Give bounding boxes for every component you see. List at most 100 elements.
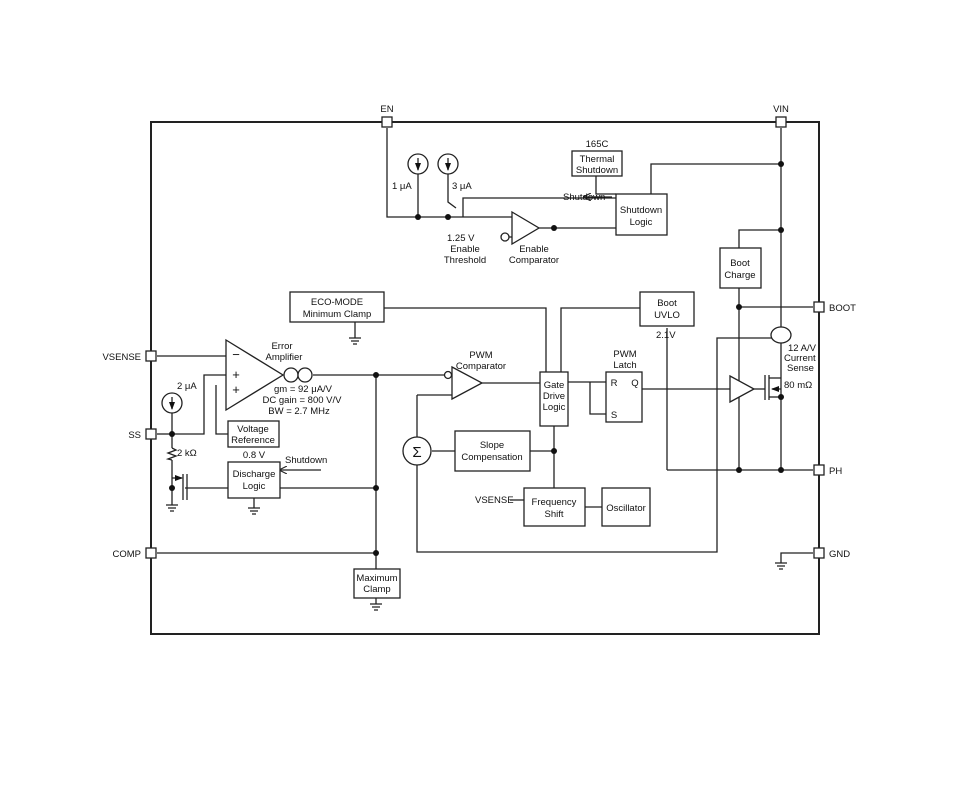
wires: [157, 128, 813, 604]
discharge-label-1: Discharge: [233, 469, 276, 480]
label-pwm-comp-1: PWM: [469, 350, 492, 361]
maximum-clamp-block: [353, 568, 401, 599]
pin-label-en: EN: [380, 104, 393, 115]
gate-drive-logic-block: [539, 371, 569, 427]
pwm-latch-block: [605, 371, 643, 423]
current-source-3ua-icon: [437, 153, 459, 175]
junction-dots: [169, 161, 784, 556]
pin-label-vsense: VSENSE: [102, 352, 141, 363]
gate-driver-icon: [729, 374, 756, 404]
label-enable-comparator-2: Comparator: [509, 255, 559, 266]
shutdown-logic-block: [615, 193, 668, 236]
label-1ua: 1 μA: [392, 181, 412, 192]
pin-boot: [813, 301, 825, 313]
label-2kohm: 2 kΩ: [177, 448, 197, 459]
slope-label-2: Compensation: [461, 452, 522, 463]
error-amplifier-icon: [225, 338, 285, 412]
label-rds-on: 80 mΩ: [784, 380, 812, 391]
label-enable-comparator-1: Enable: [519, 244, 549, 255]
discharge-logic-block: [227, 461, 281, 499]
label-pwm-latch-1: PWM: [613, 349, 636, 360]
label-error-amp-2: Amplifier: [266, 352, 303, 363]
boot-charge-label-1: Boot: [730, 258, 750, 269]
label-2ua: 2 μA: [177, 381, 197, 392]
label-shutdown-top: Shutdown: [563, 192, 605, 203]
label-enable-threshold-2: Threshold: [444, 255, 486, 266]
pin-label-vin: VIN: [773, 104, 789, 115]
summer-icon: [402, 436, 432, 466]
latch-r: R: [611, 378, 618, 389]
label-dc-gain: DC gain = 800 V/V: [263, 395, 343, 406]
boot-charge-block: [719, 247, 762, 289]
frequency-shift-block: [523, 487, 586, 527]
vref-label-1: Voltage: [237, 424, 269, 435]
thermal-label-1: Thermal: [580, 154, 615, 165]
ground-icons: [166, 337, 787, 611]
current-source-2ua-icon: [161, 392, 183, 414]
slope-label-1: Slope: [480, 440, 504, 451]
resistor-2k-icon: [165, 447, 178, 461]
pin-en: [381, 116, 393, 128]
oscillator-label: Oscillator: [606, 503, 646, 514]
enable-comparator-icon: [511, 210, 541, 246]
label-enable-voltage: 1.25 V: [447, 233, 475, 244]
maxclamp-label-2: Clamp: [363, 584, 390, 595]
label-0v8: 0.8 V: [243, 450, 266, 461]
eco-mode-clamp-block: [289, 291, 385, 323]
ea-plus-2: +: [232, 382, 240, 397]
latch-s: S: [611, 410, 617, 421]
thermal-temp-label: 165C: [586, 139, 609, 150]
label-gm: gm = 92 μA/V: [274, 384, 333, 395]
boot-uvlo-label-1: Boot: [657, 298, 677, 309]
freq-label-2: Shift: [544, 509, 563, 520]
pin-vsense: [145, 350, 157, 362]
transconductance-icon: [283, 367, 299, 383]
pin-gnd: [813, 547, 825, 559]
pin-vin: [775, 116, 787, 128]
label-vsense-internal: VSENSE: [475, 495, 514, 506]
gate-label-1: Gate: [544, 380, 565, 391]
boot-charge-label-2: Charge: [724, 270, 755, 281]
label-pwm-comp-2: Comparator: [456, 361, 506, 372]
latch-q: Q: [631, 378, 638, 389]
slope-compensation-block: [454, 430, 531, 472]
oscillator-block: [601, 487, 651, 527]
ea-minus: −: [232, 347, 240, 362]
label-pwm-latch-2: Latch: [613, 360, 636, 371]
thermal-label-2: Shutdown: [576, 165, 618, 176]
eco-label-1: ECO-MODE: [311, 297, 363, 308]
thermal-shutdown-block: [571, 150, 623, 177]
label-enable-threshold-1: Enable: [450, 244, 480, 255]
current-source-1ua-icon: [407, 153, 429, 175]
maxclamp-label-1: Maximum: [356, 573, 397, 584]
gate-label-2: Drive: [543, 391, 565, 402]
vref-label-2: Reference: [231, 435, 275, 446]
freq-label-1: Frequency: [532, 497, 577, 508]
gate-label-3: Logic: [543, 402, 566, 413]
shutdown-logic-label-1: Shutdown: [620, 205, 662, 216]
pin-comp: [145, 547, 157, 559]
voltage-reference-block: [227, 420, 280, 448]
current-sense-icon: [770, 326, 792, 344]
discharge-label-2: Logic: [243, 481, 266, 492]
boot-uvlo-label-2: UVLO: [654, 310, 680, 321]
shutdown-logic-label-2: Logic: [630, 217, 653, 228]
label-bw: BW = 2.7 MHz: [268, 406, 330, 417]
pin-ph: [813, 464, 825, 476]
pin-label-boot: BOOT: [829, 303, 856, 314]
label-current-sense-1: 12 A/V: [788, 343, 817, 354]
label-2v1: 2.1V: [656, 330, 676, 341]
chip-outline: [150, 121, 820, 635]
label-current-sense-3: Sense: [787, 363, 814, 374]
label-shutdown-mid: Shutdown: [285, 455, 327, 466]
pin-label-ph: PH: [829, 466, 842, 477]
sigma-symbol: Σ: [412, 444, 421, 461]
pwm-comparator-icon: [451, 365, 484, 401]
boot-uvlo-block: [639, 291, 695, 327]
pin-label-ss: SS: [128, 430, 141, 441]
label-3ua: 3 μA: [452, 181, 472, 192]
pin-label-comp: COMP: [113, 549, 142, 560]
label-current-sense-2: Current: [784, 353, 816, 364]
eco-label-2: Minimum Clamp: [303, 309, 372, 320]
